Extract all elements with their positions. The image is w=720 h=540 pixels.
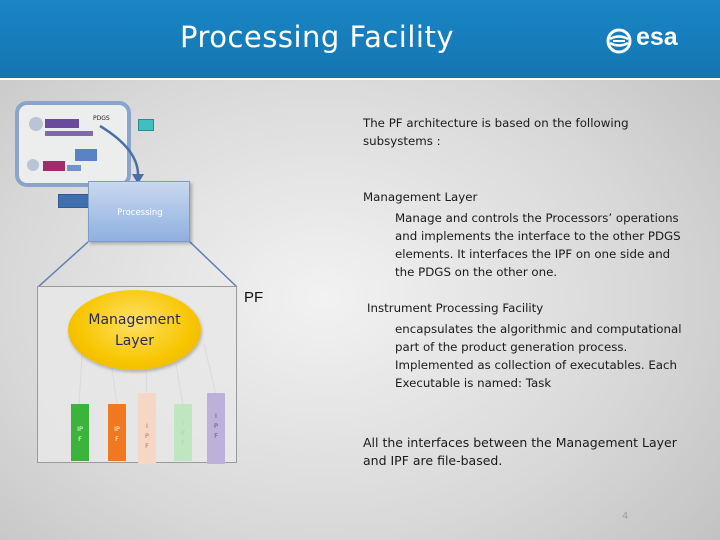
ipf-box: IP F [71,404,89,461]
ipf-letter: P [214,422,218,430]
pdgs-block [75,149,97,161]
ipf-letter: F [181,439,185,447]
pdgs-label: PDGS [93,115,110,122]
text-line: subsystems : [363,134,441,148]
zoom-line-left [37,241,89,288]
ipf-letter: I [146,422,148,430]
text-line: Implemented as collection of executables… [395,358,677,372]
zoom-line-right [189,241,238,288]
intro-text: The PF architecture is based on the foll… [363,114,629,150]
ipf-letter: F [214,432,218,440]
text-line: Manage and controls the Processors’ oper… [395,211,679,225]
interfaces-text: All the interfaces between the Managemen… [363,434,677,470]
pdgs-diagram: PDGS [15,101,131,187]
management-description: Manage and controls the Processors’ oper… [395,209,681,281]
management-heading: Management Layer [363,190,478,204]
pdgs-avatar-icon [29,117,43,131]
arrow-head-icon [132,174,144,184]
text-line: All the interfaces between the Managemen… [363,435,677,450]
pdgs-block [43,161,65,171]
page-title: Processing Facility [179,20,454,54]
ipf-box: I P F [174,404,192,461]
text-line: elements. It interfaces the IPF on one s… [395,247,671,261]
ipf-box: I P F [207,393,225,464]
page-number: 4 [622,511,629,522]
pdgs-block [45,119,79,128]
ipf-box: I P F [138,393,156,464]
management-layer-line: Management [88,312,181,328]
processing-label: Processing [117,208,163,218]
text-line: and implements the interface to the othe… [395,229,681,243]
ipf-letter: IP [77,425,83,433]
pdgs-node [138,119,154,131]
pdgs-block [67,165,81,171]
ipf-letter: F [78,435,82,443]
pdgs-block [45,131,93,136]
esa-logo-text: esa [636,23,678,51]
ipf-letter: I [215,412,217,420]
text-line: encapsulates the algorithmic and computa… [395,322,682,336]
processing-tab [58,194,90,208]
pdgs-to-processing-arrow [99,124,140,179]
text-line: part of the product generation process. [395,340,628,354]
ipf-heading: Instrument Processing Facility [367,301,544,315]
header-bar [0,0,720,78]
ipf-letter: I [182,419,184,427]
ipf-box: IP F [108,404,126,461]
text-line: Executable is named: Task [395,376,552,390]
pdgs-avatar-icon [27,159,39,171]
ipf-letter: IP [114,425,120,433]
ipf-letter: P [181,429,185,437]
header-divider [0,78,720,80]
esa-swirl-icon [606,28,632,54]
text-line: and IPF are file-based. [363,453,503,468]
esa-logo: esa [606,23,680,56]
management-layer-label: Management Layer [68,310,201,352]
ipf-letter: P [145,432,149,440]
management-layer-line: Layer [114,333,155,349]
processing-box: Processing [88,181,190,242]
pf-label: PF [244,289,264,306]
ipf-letter: F [145,442,149,450]
ipf-letter: F [115,435,119,443]
text-line: The PF architecture is based on the foll… [363,116,629,130]
ipf-description: encapsulates the algorithmic and computa… [395,320,681,392]
text-line: the PDGS on the other one. [395,265,558,279]
management-layer-ellipse [68,290,201,370]
